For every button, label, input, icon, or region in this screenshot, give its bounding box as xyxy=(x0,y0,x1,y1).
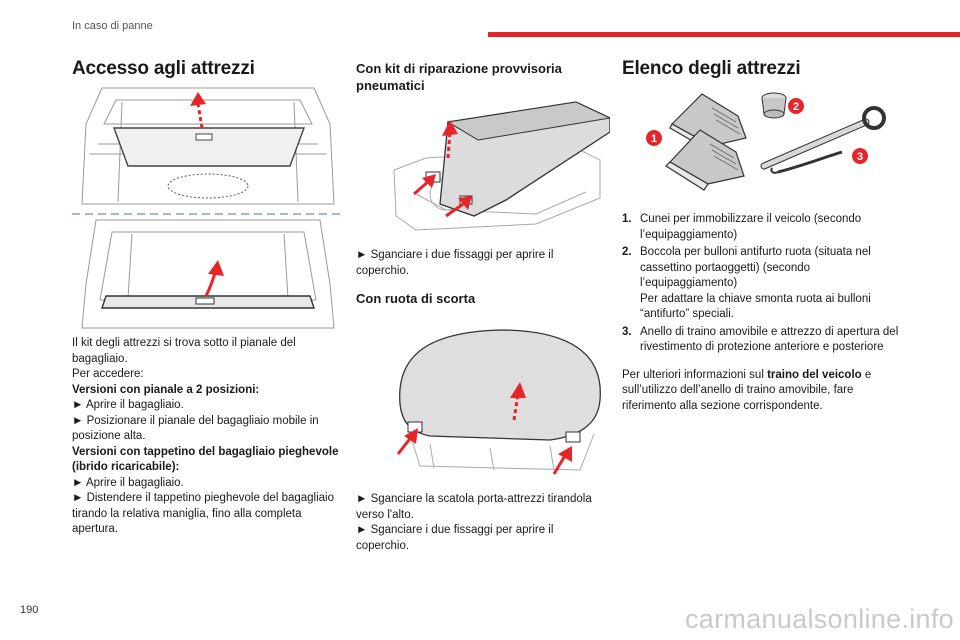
page-number: 190 xyxy=(20,604,39,616)
towing-note: Per ulteriori informazioni sul traino de… xyxy=(622,368,872,412)
callout-2: 2 xyxy=(793,101,799,113)
section-title-spare-wheel: Con ruota di scorta xyxy=(356,291,476,306)
list-item: 3.Anello di traino amovibile e attrezzo … xyxy=(622,325,899,354)
running-header: In caso di panne xyxy=(72,20,153,32)
tool-list: 1.Cunei per immobilizzare il veicolo (se… xyxy=(622,212,902,414)
callout-3: 3 xyxy=(857,151,863,163)
spare-wheel-instructions: ► Sganciare la scatola porta-attrezzi ti… xyxy=(356,493,592,552)
list-item: Per adattare la chiave smonta ruota ai b… xyxy=(640,292,871,321)
repair-kit-illustration xyxy=(393,101,610,231)
section-title-tool-list: Elenco degli attrezzi xyxy=(622,58,801,79)
section-title-access: Accesso agli attrezzi xyxy=(72,58,255,79)
watermark: carmanualsonline.info xyxy=(685,604,954,634)
tools-illustration: 1 2 3 xyxy=(646,92,886,191)
header-accent-bar xyxy=(488,32,960,37)
access-instructions: Il kit degli attrezzi si trova sotto il … xyxy=(72,337,339,535)
section-title-repair-kit: Con kit di riparazione provvisoria pneum… xyxy=(356,61,562,93)
repair-kit-instructions: ► Sganciare i due fissaggi per aprire il… xyxy=(356,249,554,277)
list-item: 1.Cunei per immobilizzare il veicolo (se… xyxy=(622,213,862,241)
callout-1: 1 xyxy=(651,133,657,145)
list-item: 2.Boccola per bulloni antifurto ruota (s… xyxy=(622,246,871,289)
spare-wheel-illustration xyxy=(396,329,601,475)
trunk-illustration xyxy=(72,87,344,329)
